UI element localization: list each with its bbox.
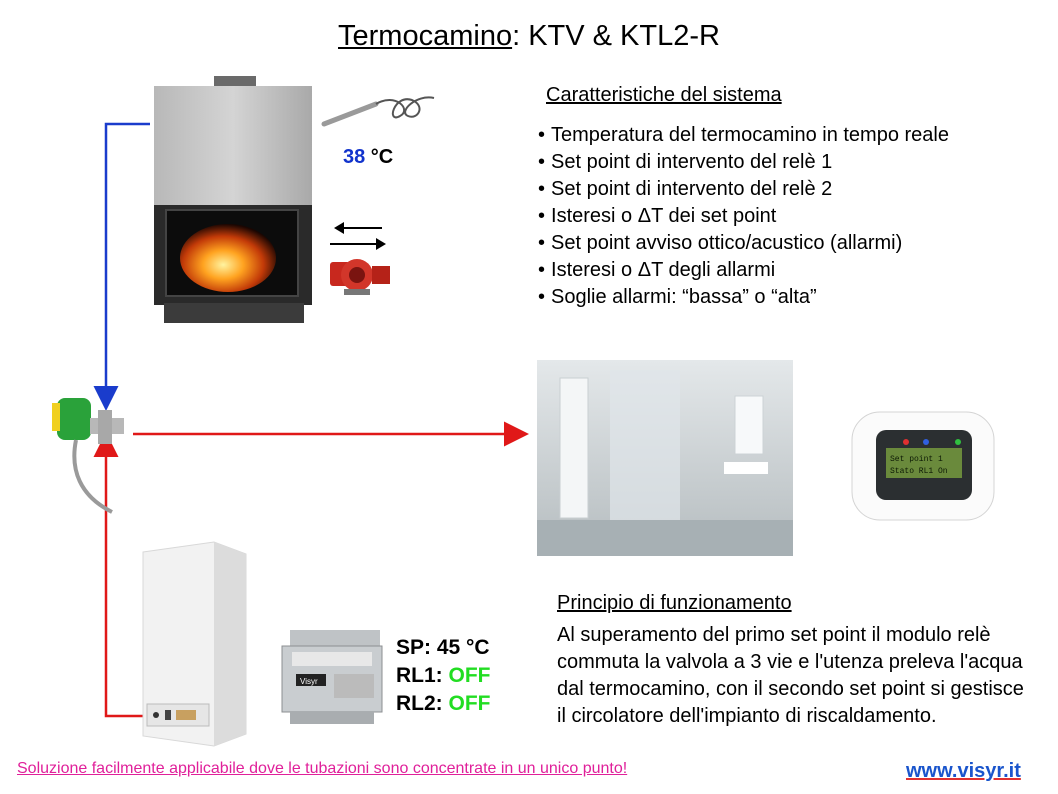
module-brand-label: Visyr (300, 677, 318, 686)
flow-arrows-icon (330, 222, 386, 250)
boiler-image (142, 541, 247, 747)
hot-pipe-boiler (93, 432, 143, 718)
title-main: Termocamino (338, 20, 513, 52)
setpoint-value: 45 °C (436, 636, 490, 659)
wall-display-image: Set point 1 Stato RL1 On (851, 411, 995, 521)
setpoint-label: SP: (396, 636, 437, 659)
sensor-temperature-unit: °C (365, 146, 394, 168)
principle-heading: Principio di funzionamento (557, 592, 792, 614)
relay1-label: RL1: (396, 664, 449, 687)
relay2-value: OFF (448, 692, 491, 715)
display-line-2: Stato RL1 On (890, 467, 948, 476)
page-title: Termocamino: KTV & KTL2-R (0, 20, 1058, 53)
feature-item: Isteresi o ΔT dei set point (538, 203, 949, 230)
title-rest: : KTV & KTL2-R (512, 20, 720, 52)
feature-item: Set point di intervento del relè 2 (538, 176, 949, 203)
principle-text: Al superamento del primo set point il mo… (557, 624, 1024, 727)
setpoint-row: SP: 45 °C (396, 634, 491, 662)
temperature-probe-icon (321, 96, 435, 127)
relay2-row: RL2: OFF (396, 690, 491, 718)
three-way-valve-icon (52, 398, 124, 514)
feature-item: Set point di intervento del relè 1 (538, 149, 949, 176)
website-link[interactable]: www.visyr.it (906, 760, 1021, 782)
features-list: Temperatura del termocamino in tempo rea… (538, 122, 949, 311)
circulator-pump-icon (330, 259, 390, 295)
relay1-row: RL1: OFF (396, 662, 491, 690)
fireplace-image (154, 76, 312, 323)
sensor-temperature: 38 °C (343, 146, 393, 169)
sensor-temperature-value: 38 (343, 146, 366, 168)
cold-pipe (93, 122, 150, 411)
relay-module-image: Visyr (281, 630, 383, 724)
relay2-label: RL2: (396, 692, 449, 715)
relay1-value: OFF (448, 664, 491, 687)
relay-status-block: SP: 45 °C RL1: OFF RL2: OFF (396, 634, 491, 718)
features-heading: Caratteristiche del sistema (546, 84, 782, 106)
shower-photo (537, 360, 793, 556)
feature-item: Set point avviso ottico/acustico (allarm… (538, 230, 949, 257)
display-line-1: Set point 1 (890, 455, 943, 464)
footer-note-link[interactable]: Soluzione facilmente applicabile dove le… (17, 760, 628, 777)
feature-item: Isteresi o ΔT degli allarmi (538, 257, 949, 284)
feature-item: Soglie allarmi: “bassa” o “alta” (538, 284, 949, 311)
feature-item: Temperatura del termocamino in tempo rea… (538, 122, 949, 149)
